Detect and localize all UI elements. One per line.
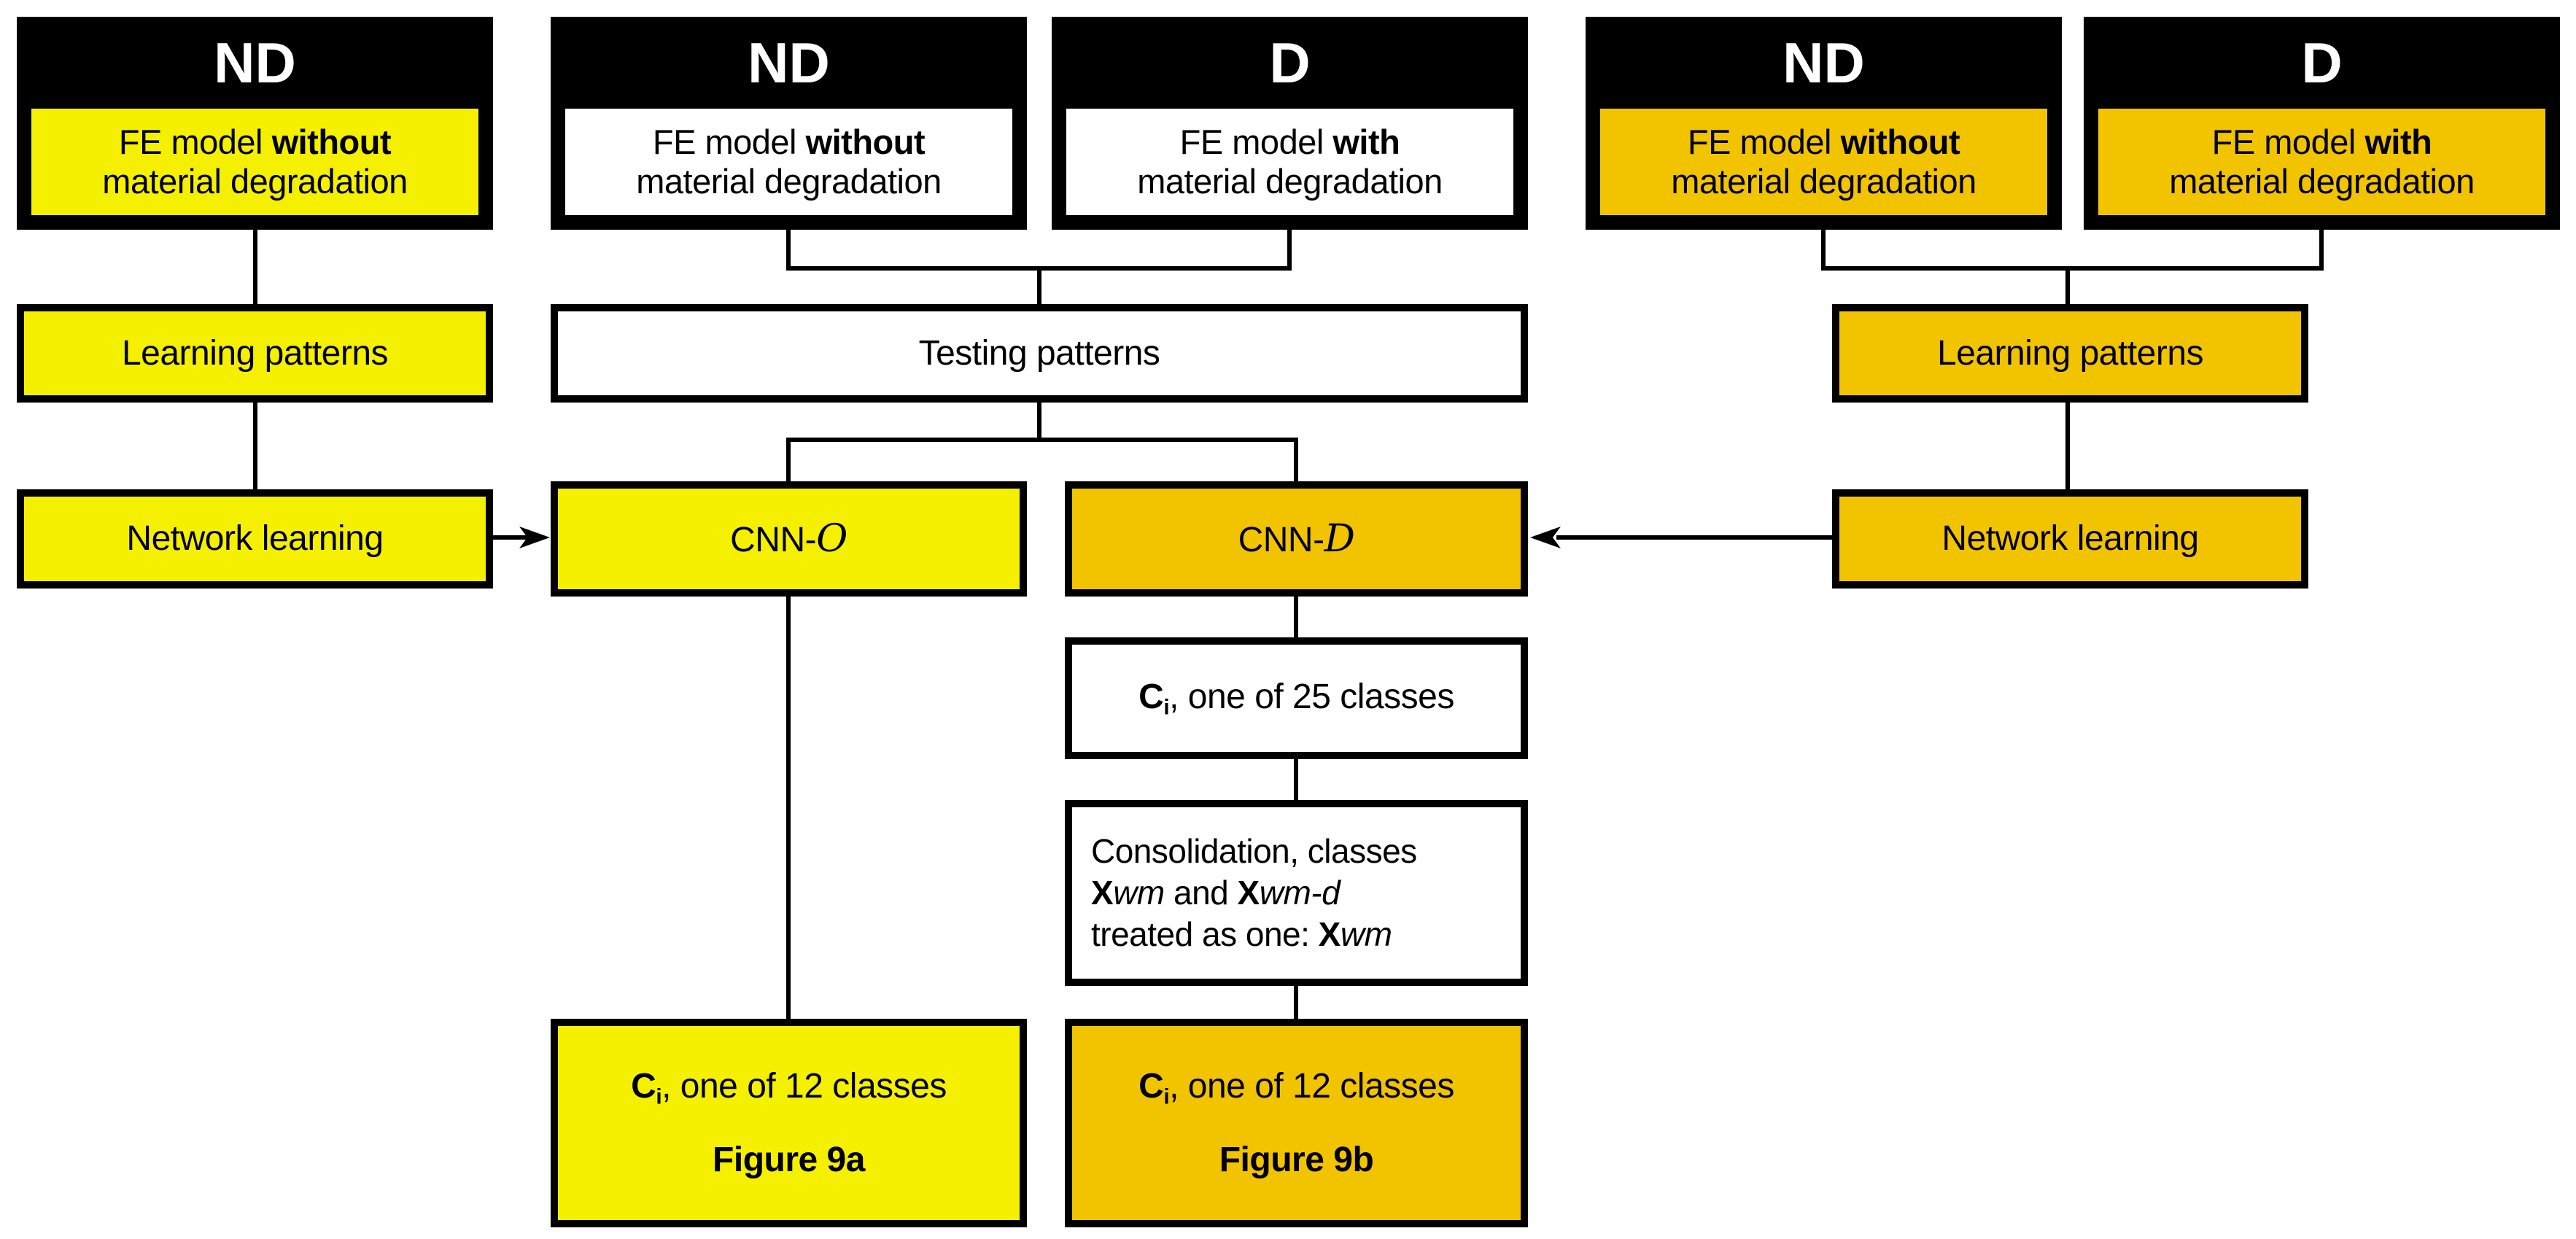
connector-split-to-cnn-o (786, 438, 791, 481)
node-cnn-o: CNN-O (551, 481, 1027, 597)
node-label: CNN-D (1238, 516, 1355, 562)
connector-network-left-to-cnn-o (493, 535, 529, 540)
connector-class25-to-consolidation (1294, 759, 1298, 800)
node-learning-patterns-left: Learning patterns (17, 304, 493, 403)
figure-caption: Figure 9a (713, 1140, 865, 1179)
connector-cnn-o-to-result (786, 597, 791, 1019)
connector-d-learning-stub-right (2319, 230, 2324, 271)
node-label: Ci, one of 12 classes (631, 1066, 947, 1109)
node-label: Consolidation, classes Xwm and Xwm-d tre… (1091, 831, 1417, 954)
connector-nd-to-learning-left (253, 230, 257, 304)
node-label: Ci, one of 25 classes (1138, 677, 1454, 720)
connector-learning-to-network-right (2065, 403, 2070, 489)
connector-learning-merge-bar-right (1821, 266, 2324, 271)
node-result-figure-9a: Ci, one of 12 classes Figure 9a (551, 1019, 1027, 1227)
connector-split-bar (786, 438, 1298, 442)
figure-caption: Figure 9b (1219, 1140, 1374, 1179)
node-cnn-d: CNN-D (1065, 481, 1528, 597)
node-header-nd: ND (214, 30, 296, 95)
connector-network-right-to-cnn-d (1556, 535, 1832, 540)
connector-d-testing-stub (1287, 230, 1292, 271)
node-network-learning-left: Network learning (17, 489, 493, 589)
node-header-nd: ND (748, 30, 830, 95)
node-learning-patterns-right: Learning patterns (1832, 304, 2308, 403)
node-network-learning-right: Network learning (1832, 489, 2308, 589)
node-consolidation: Consolidation, classes Xwm and Xwm-d tre… (1065, 800, 1528, 986)
node-label: Learning patterns (1936, 333, 2204, 373)
node-label: Network learning (126, 519, 384, 559)
node-class-25: Ci, one of 25 classes (1065, 637, 1528, 759)
connector-cnn-d-to-class25 (1294, 597, 1298, 637)
arrowhead-right-icon (519, 527, 550, 548)
node-result-figure-9b: Ci, one of 12 classes Figure 9b (1065, 1019, 1528, 1227)
node-testing-patterns: Testing patterns (551, 304, 1528, 403)
connector-testing-down (1037, 403, 1041, 442)
connector-merge-to-learning-right (2065, 266, 2070, 304)
node-label: Testing patterns (918, 333, 1160, 373)
connector-nd-testing-stub (786, 230, 791, 271)
connector-split-to-cnn-d (1294, 438, 1298, 481)
connector-consolidation-to-result (1294, 986, 1298, 1019)
node-label: CNN-O (730, 516, 847, 562)
arrowhead-left-icon (1530, 527, 1561, 548)
node-label: Network learning (1941, 519, 2199, 559)
node-label: Learning patterns (121, 333, 389, 373)
connector-learning-to-network-left (253, 403, 257, 489)
node-header-nd: ND (1782, 30, 1865, 95)
node-header-d: D (2301, 30, 2343, 95)
connector-nd-learning-stub-right (1821, 230, 1826, 271)
node-label: Ci, one of 12 classes (1138, 1066, 1454, 1109)
connector-merge-to-testing (1037, 266, 1041, 304)
node-header-d: D (1269, 30, 1311, 95)
